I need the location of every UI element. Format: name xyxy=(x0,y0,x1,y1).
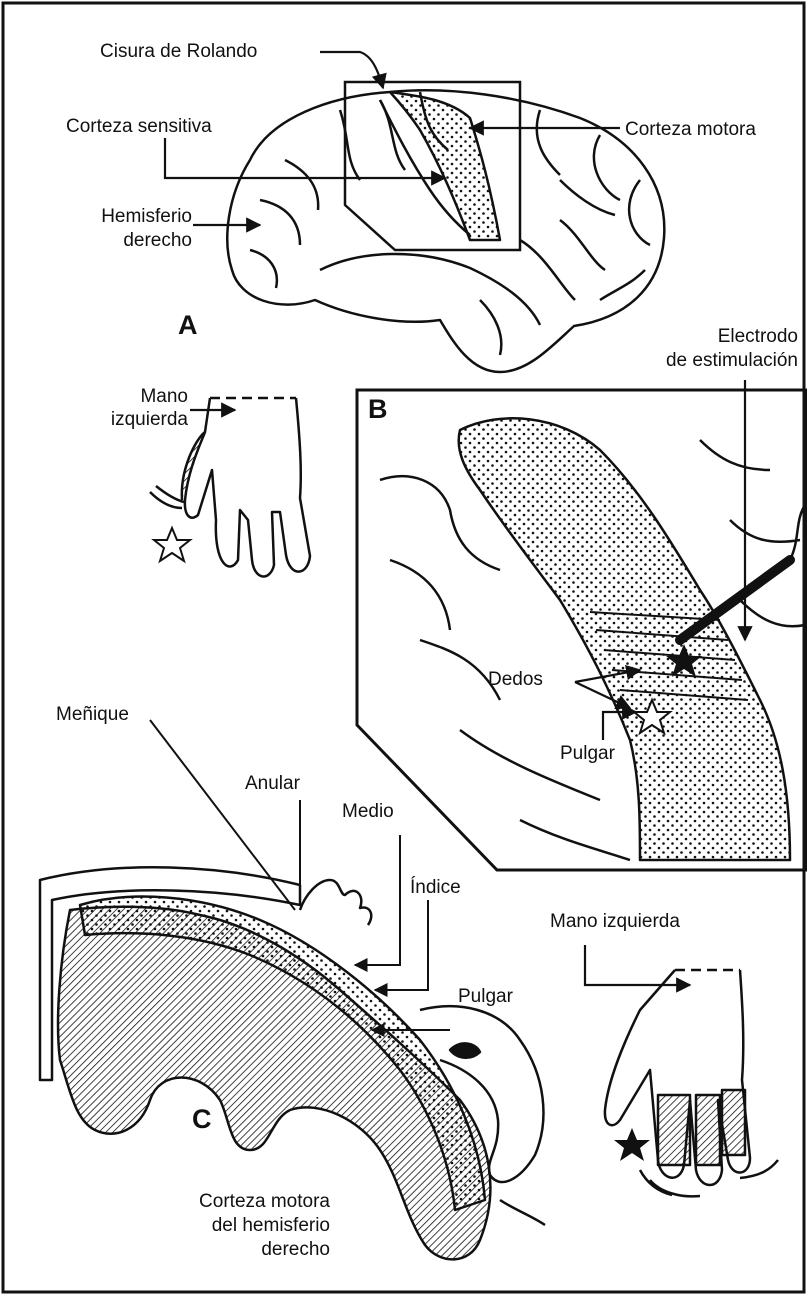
motor-strip-outline xyxy=(390,92,500,240)
hand-top-illustration xyxy=(150,398,310,576)
small-hand xyxy=(300,880,371,925)
panel-c-section xyxy=(40,867,545,1259)
panel-a-brain xyxy=(227,90,664,372)
panel-b-brain xyxy=(380,418,805,860)
hand-bottom-illustration xyxy=(605,970,778,1196)
star-outline-top xyxy=(154,528,190,561)
star-filled-bottom xyxy=(614,1128,650,1161)
motor-strip-b xyxy=(459,418,790,860)
hand-bottom-arrow xyxy=(585,945,690,985)
eye xyxy=(450,1043,480,1057)
